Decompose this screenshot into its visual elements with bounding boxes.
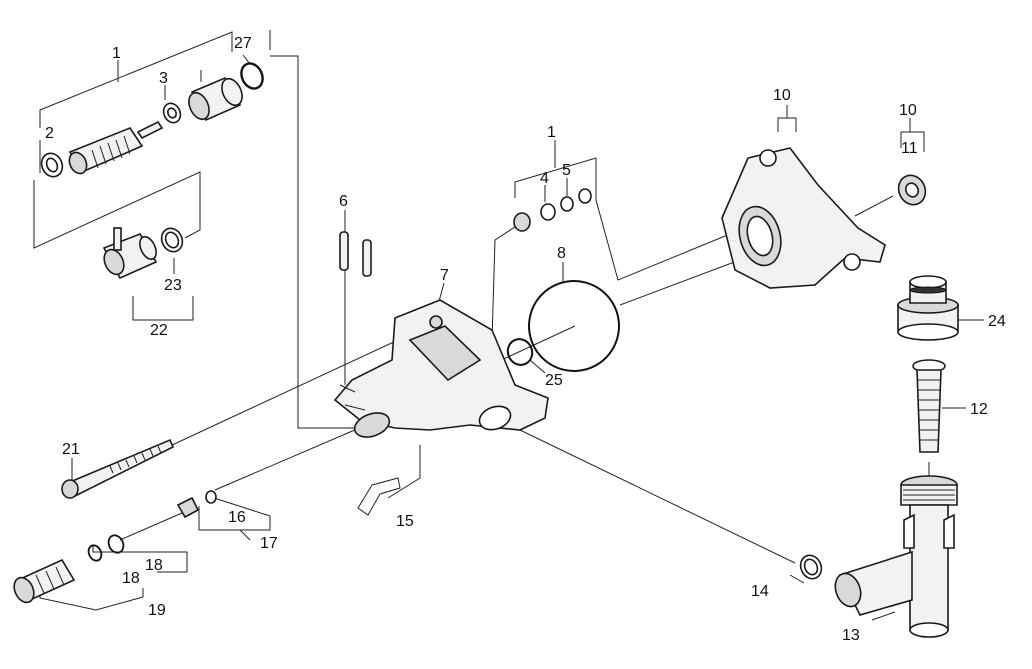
label-18-b: 18	[145, 557, 163, 574]
water-inlet-13	[834, 475, 958, 638]
label-1-top: 1	[112, 45, 121, 62]
label-3: 3	[159, 70, 168, 87]
label-16: 16	[228, 509, 246, 526]
label-10-seal: 10	[899, 102, 917, 119]
label-17: 17	[260, 535, 278, 552]
label-19: 19	[148, 602, 166, 619]
label-12: 12	[970, 401, 988, 418]
o-ring-23	[160, 227, 184, 253]
pin-6	[339, 231, 372, 277]
callout-labels: 1 27 3 2 23 22 6 7 1 4 5 8 10 10 11 24 1…	[45, 35, 1006, 644]
leader-lines	[33, 30, 984, 621]
label-25: 25	[545, 372, 563, 389]
label-11: 11	[901, 140, 918, 157]
label-21: 21	[62, 441, 80, 458]
o-ring-14	[799, 554, 823, 580]
seal-kit-1	[513, 188, 592, 232]
filter-12	[912, 359, 946, 453]
label-22: 22	[150, 322, 168, 339]
label-18-a: 18	[122, 570, 140, 587]
pump-head-7	[333, 299, 549, 438]
o-ring-25	[506, 338, 534, 366]
valve-seat-ring-2	[40, 152, 64, 178]
label-23: 23	[164, 277, 182, 294]
nut-17	[176, 496, 200, 519]
label-8: 8	[557, 245, 566, 262]
o-ring-3	[162, 102, 182, 124]
label-7: 7	[440, 267, 449, 284]
label-6: 6	[339, 193, 348, 210]
label-13: 13	[842, 627, 860, 644]
seal-11	[897, 174, 927, 206]
o-ring-8	[528, 280, 620, 372]
label-14: 14	[751, 583, 769, 600]
valve-assembly-22	[102, 227, 158, 280]
label-4: 4	[540, 170, 549, 187]
o-rings-18	[87, 534, 125, 562]
valve-insert-1	[68, 120, 164, 175]
cylinder-head-10	[721, 147, 886, 289]
o-ring-27	[240, 62, 264, 90]
label-10-head: 10	[773, 87, 791, 104]
valve-sleeve	[188, 76, 243, 122]
label-1-center: 1	[547, 124, 556, 141]
screw-21	[61, 438, 175, 499]
hose-connector-24	[897, 275, 959, 341]
label-2: 2	[45, 125, 54, 142]
label-15: 15	[396, 513, 414, 530]
label-5: 5	[562, 162, 571, 179]
label-27: 27	[234, 35, 252, 52]
clip-15	[357, 477, 401, 516]
connector-19	[13, 558, 76, 604]
o-ring-16	[205, 490, 217, 504]
label-24: 24	[988, 313, 1006, 330]
